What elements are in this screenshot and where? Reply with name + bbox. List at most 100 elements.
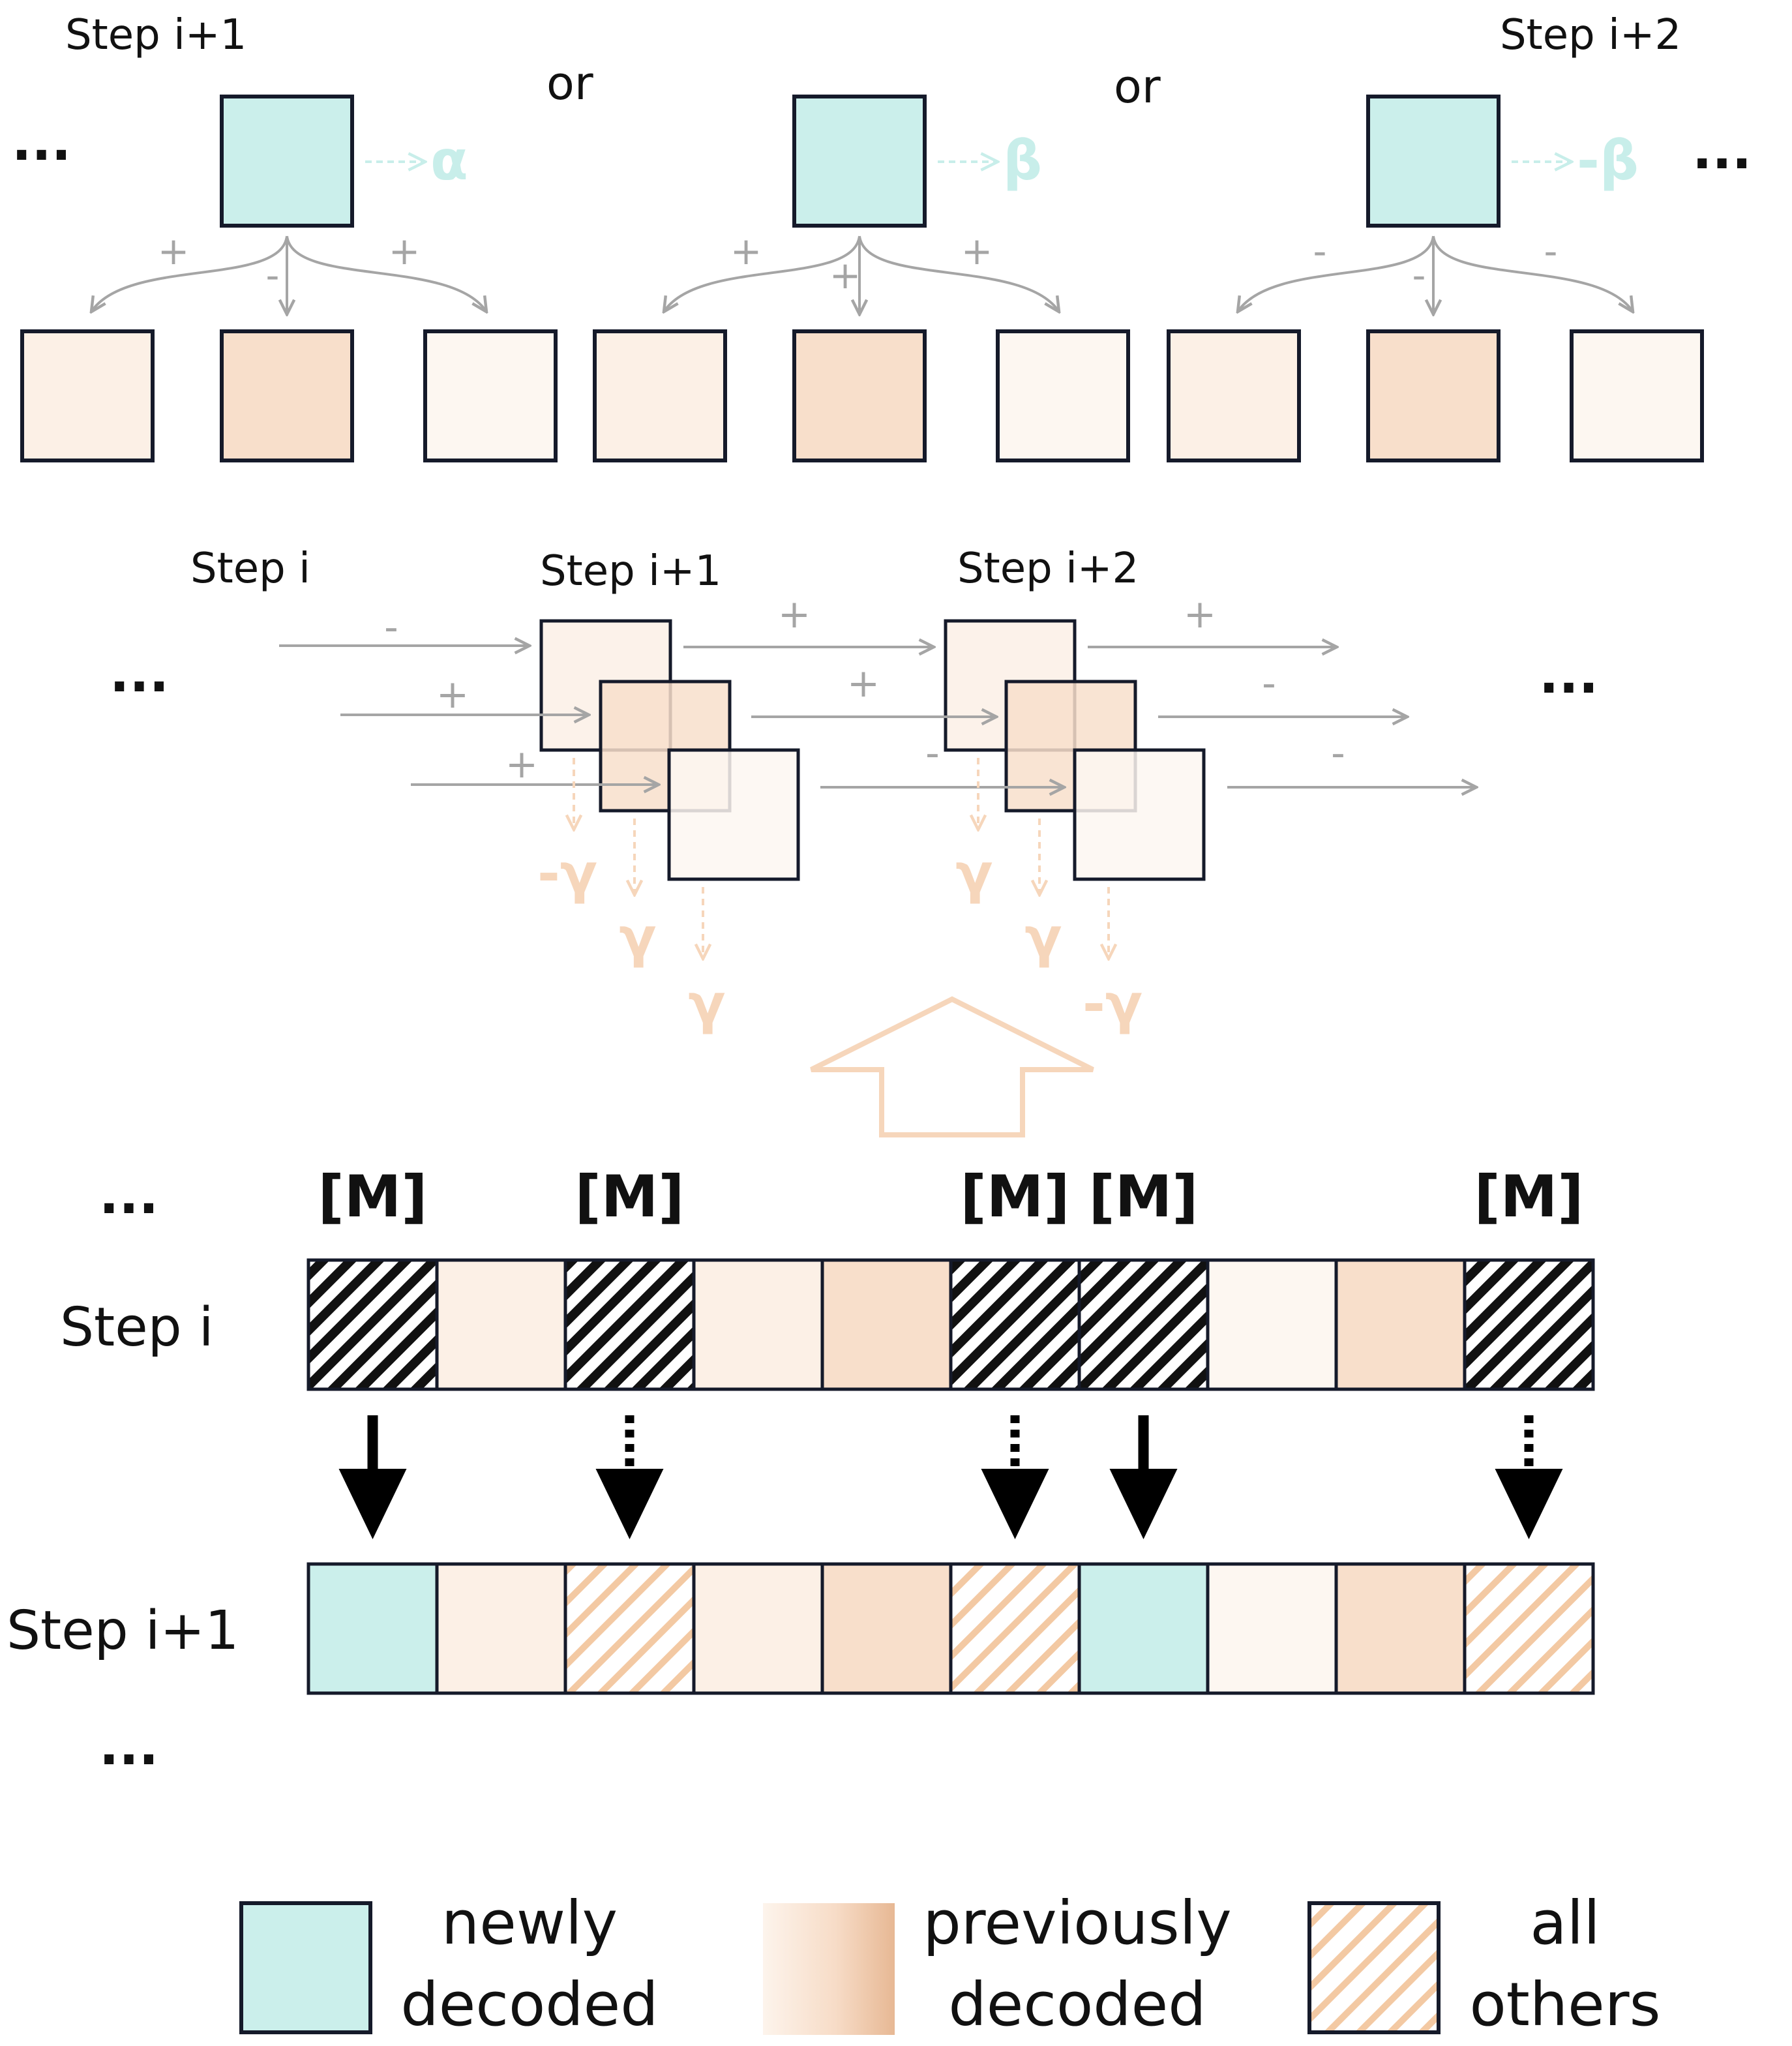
gamma-label-b-1: -γ xyxy=(537,841,597,905)
mask-label-1: [M] xyxy=(318,1163,427,1230)
mask-label-3: [M] xyxy=(960,1163,1069,1230)
gamma-label-c-1: γ xyxy=(955,841,993,905)
step-i-token-5-prev_mid xyxy=(820,1258,953,1391)
top-group-3-sign-3: - xyxy=(1544,229,1558,273)
top-group-1-sign-1: + xyxy=(158,229,190,273)
step-i1-token-1-newly xyxy=(306,1562,439,1695)
window-step-i2-token-3 xyxy=(1073,748,1206,881)
sign-out-c-1: + xyxy=(1184,592,1216,637)
mask-label-5: [M] xyxy=(1474,1163,1583,1230)
transition-arrow-5-dotted xyxy=(1495,1415,1563,1539)
transition-arrow-1-solid xyxy=(338,1415,407,1539)
top-groups: α+-+β+++-β--- xyxy=(20,95,1704,462)
gamma-label-b-2: γ xyxy=(619,905,656,969)
transition-arrow-2-head xyxy=(595,1469,664,1539)
sign-out-c-3: - xyxy=(1331,730,1345,776)
transition-arrow-3-dot-4 xyxy=(1010,1458,1020,1466)
step-i1-token-6-hatch xyxy=(949,1562,1081,1695)
top-group-2-child-token-3 xyxy=(996,329,1130,462)
top-group-1-sign-3: + xyxy=(389,229,421,273)
legend-newly-line2: decoded xyxy=(400,1970,658,2039)
legend: newly decoded previously decoded all oth… xyxy=(239,1888,1661,2039)
step-i-token-9-prev_mid xyxy=(1334,1258,1467,1391)
top-group-2-weight-label: β xyxy=(1003,128,1042,192)
step-i-token-3-mask xyxy=(563,1258,696,1391)
window-step-i2 xyxy=(944,619,1206,881)
step-i-token-4-prev_light xyxy=(692,1258,824,1391)
legend-newly-swatch xyxy=(239,1901,372,2034)
transition-arrow-2-dot-1 xyxy=(625,1415,635,1423)
top-group-1-sign-2: - xyxy=(266,253,280,297)
sign-into-b-3: + xyxy=(505,742,538,787)
top-group-2-newly-token xyxy=(792,95,927,228)
window-step-i1-token-3 xyxy=(667,748,800,881)
top-step-left-label: Step i+1 xyxy=(65,11,246,59)
legend-others-swatch xyxy=(1307,1901,1441,2034)
top-group-3-child-token-2 xyxy=(1366,329,1501,462)
transition-arrow-2-dotted xyxy=(595,1415,664,1539)
transition-arrow-5-head xyxy=(1495,1469,1563,1539)
transition-arrow-5-dot-1 xyxy=(1524,1415,1534,1423)
transition-arrow-2-dot-3 xyxy=(625,1444,635,1452)
transition-arrow-4-head xyxy=(1109,1469,1178,1539)
mid-step-i2-label: Step i+2 xyxy=(957,545,1139,593)
transition-arrow-5-dot-3 xyxy=(1524,1444,1534,1452)
step-i1-token-2-prev_light xyxy=(435,1562,567,1695)
top-group-3-child-token-3 xyxy=(1570,329,1704,462)
mid-ellipsis-right: ... xyxy=(1539,644,1598,705)
mid-gamma-arrows xyxy=(574,758,1109,959)
transition-arrow-1-head xyxy=(338,1469,407,1539)
top-group-2-arrow-left xyxy=(664,235,861,312)
mid-gray-arrows xyxy=(279,646,1476,787)
transition-arrow-3-dot-2 xyxy=(1010,1430,1020,1437)
top-group-1: α+-+ xyxy=(20,95,558,462)
step-i1-token-10-hatch xyxy=(1463,1562,1595,1695)
top-group-3-sign-1: - xyxy=(1313,229,1327,273)
top-ellipsis-right: ... xyxy=(1692,120,1752,181)
transition-arrow-2-dot-4 xyxy=(625,1458,635,1466)
transition-arrow-5-dot-2 xyxy=(1524,1430,1534,1437)
sign-into-b-2: + xyxy=(436,672,469,717)
legend-prev-line1: previously xyxy=(923,1888,1231,1958)
top-group-1-newly-token xyxy=(220,95,354,228)
top-group-3-sign-2: - xyxy=(1412,253,1426,297)
top-group-2-arrow-right xyxy=(858,235,1059,312)
bottom-panel: ... ... Step i Step i+1 [M][M][M][M][M] xyxy=(7,1163,1595,1777)
mid-step-i1-label: Step i+1 xyxy=(540,547,721,595)
transition-arrow-4-solid xyxy=(1109,1415,1178,1539)
token-row-step-i xyxy=(306,1258,1595,1391)
step-i1-token-8-prev_pale xyxy=(1206,1562,1338,1695)
gamma-label-c-2: γ xyxy=(1024,905,1062,969)
transition-arrow-5-dot-4 xyxy=(1524,1458,1534,1466)
step-i1-token-7-newly xyxy=(1077,1562,1210,1695)
top-or-label-2: or xyxy=(1114,60,1161,113)
transition-arrow-3-dotted xyxy=(981,1415,1049,1539)
top-group-2-sign-1: + xyxy=(730,229,762,273)
top-ellipsis-left: ... xyxy=(12,112,71,172)
legend-prev-line2: decoded xyxy=(948,1970,1206,2039)
legend-others-line1: all xyxy=(1530,1888,1600,1958)
top-group-3-weight-label: -β xyxy=(1577,128,1639,192)
mask-label-2: [M] xyxy=(575,1163,684,1230)
row-step-i1-label: Step i+1 xyxy=(7,1600,239,1662)
top-group-1-weight-label: α xyxy=(430,128,468,192)
legend-others-line2: others xyxy=(1469,1970,1660,2039)
step-i1-token-4-prev_light xyxy=(692,1562,824,1695)
top-group-1-child-token-2 xyxy=(220,329,354,462)
mask-labels: [M][M][M][M][M] xyxy=(318,1163,1583,1230)
top-group-3-newly-token xyxy=(1366,95,1501,228)
transition-arrow-2-dot-2 xyxy=(625,1430,635,1437)
mid-gray-signs: - + + + + - + - - xyxy=(384,592,1345,787)
top-group-1-child-token-1 xyxy=(20,329,155,462)
sign-into-c-1: + xyxy=(778,592,811,637)
token-row-step-i1 xyxy=(306,1562,1595,1695)
top-panel: Step i+1 Step i+2 or or ... ... α+-+β+++… xyxy=(12,11,1752,462)
sign-into-c-3: - xyxy=(925,730,940,776)
gamma-label-b-3: γ xyxy=(688,972,725,1036)
transition-arrow-3-head xyxy=(981,1469,1049,1539)
top-group-2-sign-2: + xyxy=(829,253,861,297)
bottom-ellipsis-top: ... xyxy=(99,1165,158,1226)
step-i1-token-9-prev_mid xyxy=(1334,1562,1467,1695)
transition-arrows xyxy=(338,1415,1563,1539)
transition-arrow-3-dot-1 xyxy=(1010,1415,1020,1423)
